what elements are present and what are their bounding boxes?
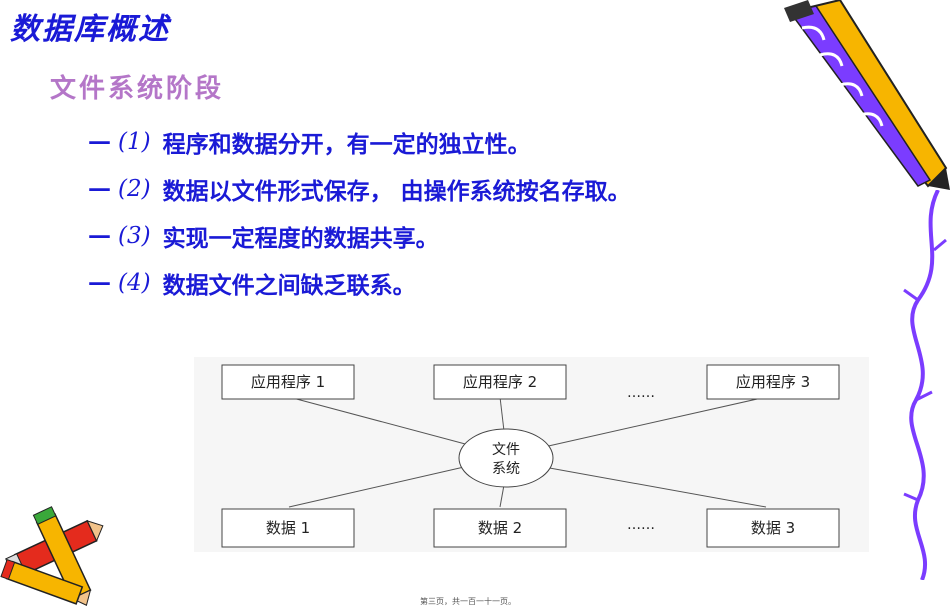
vine-decoration-icon — [903, 190, 947, 580]
bullet-number: (3) — [118, 222, 151, 249]
node-label-line2: 系统 — [492, 461, 520, 477]
bullet-item: — (2) 数据以文件形式保存， 由操作系统按名存取。 — [88, 165, 631, 212]
program-box: 应用程序 1 — [221, 364, 355, 400]
connector-line — [499, 484, 505, 508]
node-label-line1: 文件 — [492, 442, 520, 458]
bullet-text: 数据以文件形式保存， 由操作系统按名存取。 — [162, 177, 631, 205]
data-label: 数据 3 — [751, 519, 795, 537]
bullet-number: (1) — [118, 128, 151, 155]
bullet-item: — (3) 实现一定程度的数据共享。 — [88, 212, 631, 259]
data-label: 数据 1 — [266, 519, 310, 537]
pencils-decoration-icon — [0, 506, 104, 606]
bullet-dash: — — [88, 128, 111, 155]
bullet-dash: — — [88, 175, 111, 202]
bullet-number: (2) — [118, 175, 151, 202]
bullet-text: 实现一定程度的数据共享。 — [162, 224, 439, 252]
program-box: 应用程序 2 — [433, 364, 567, 400]
connector-line — [288, 466, 465, 508]
program-label: 应用程序 3 — [736, 373, 810, 391]
bullet-text: 程序和数据分开，有一定的独立性。 — [162, 130, 531, 158]
page-footer: 第三页，共一百一十一页。 — [420, 597, 516, 606]
connector-line — [288, 396, 470, 446]
diagram-canvas: 应用程序 1 应用程序 2 应用程序 3 …… 文件 系统 数据 1 数据 2 … — [221, 364, 840, 548]
bullet-number: (4) — [118, 269, 151, 296]
data-box: 数据 3 — [706, 508, 840, 548]
connector-line — [499, 396, 505, 432]
ellipsis: …… — [627, 517, 655, 533]
bullet-dash: — — [88, 222, 111, 249]
data-box: 数据 1 — [221, 508, 355, 548]
section-heading: 文件系统阶段 — [50, 74, 225, 104]
file-system-diagram: 应用程序 1 应用程序 2 应用程序 3 …… 文件 系统 数据 1 数据 2 … — [194, 357, 869, 552]
slide-title: 数据库概述 — [10, 12, 170, 47]
pen-decoration-icon — [784, 0, 950, 190]
data-label: 数据 2 — [478, 519, 522, 537]
bullet-list: — (1) 程序和数据分开，有一定的独立性。 — (2) 数据以文件形式保存， … — [88, 118, 631, 306]
program-label: 应用程序 1 — [251, 373, 325, 391]
bullet-item: — (4) 数据文件之间缺乏联系。 — [88, 259, 631, 306]
data-box: 数据 2 — [433, 508, 567, 548]
program-label: 应用程序 2 — [463, 373, 537, 391]
file-system-node: 文件 系统 — [458, 428, 554, 488]
bullet-text: 数据文件之间缺乏联系。 — [162, 271, 416, 299]
connector-line — [543, 396, 767, 448]
connector-lines — [288, 396, 767, 508]
connector-line — [543, 466, 767, 508]
bullet-dash: — — [88, 269, 111, 296]
bullet-item: — (1) 程序和数据分开，有一定的独立性。 — [88, 118, 631, 165]
ellipsis: …… — [627, 385, 655, 401]
program-box: 应用程序 3 — [706, 364, 840, 400]
